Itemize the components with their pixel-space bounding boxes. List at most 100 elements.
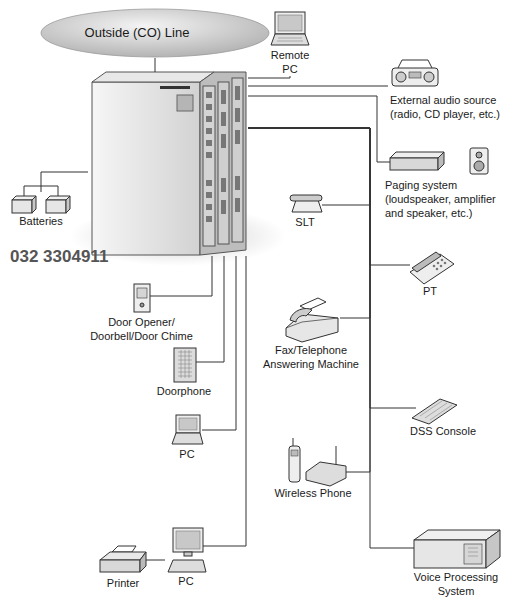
device-node: Wireless Phone — [272, 436, 354, 500]
voice-processing-icon — [414, 540, 486, 568]
battery-icon — [46, 200, 66, 213]
laptop-icon — [179, 418, 197, 430]
device-node: Batteries — [8, 192, 74, 228]
wireless-phone-icon — [306, 462, 346, 486]
cable-line — [207, 256, 246, 546]
node-label: PC — [165, 574, 207, 588]
phone-icon — [405, 252, 454, 284]
line-cloud: Outside (CO) Line — [40, 8, 270, 58]
fax-icon — [340, 318, 361, 319]
radio-icon — [392, 68, 438, 86]
paging-icon — [390, 152, 444, 158]
battery-icon — [32, 196, 36, 213]
phone-icon — [437, 262, 440, 265]
pbx-illustration — [218, 82, 229, 244]
node-label: Outside (CO) Line — [85, 26, 190, 40]
pbx-illustration — [235, 86, 240, 100]
phone-icon — [405, 265, 410, 266]
pbx-illustration — [177, 95, 193, 111]
voice-processing-icon — [464, 544, 482, 564]
doorphone-icon — [174, 348, 196, 382]
voice-processing-icon — [486, 530, 500, 568]
paging-icon — [474, 161, 484, 171]
radio-icon — [396, 72, 406, 82]
node-label: Printer — [98, 576, 148, 590]
node-label: Voice Processing System — [410, 570, 502, 598]
pbx-illustration — [221, 90, 226, 104]
pbx-illustration — [206, 104, 212, 110]
desktop-pc-icon — [176, 531, 200, 549]
pbx-illustration — [235, 198, 240, 212]
printer-icon — [100, 560, 140, 572]
pbx-illustration — [206, 180, 212, 186]
phone-icon — [290, 195, 322, 201]
pbx-illustration — [206, 216, 212, 222]
cable-line — [248, 128, 405, 265]
phone-icon — [433, 265, 436, 268]
pbx-illustration — [232, 78, 243, 242]
fax-icon — [290, 308, 312, 322]
node-label: Fax/Telephone Answering Machine — [261, 343, 361, 371]
doorphone-icon — [196, 362, 214, 363]
device-node: Door Opener/ Doorbell/Door Chime — [84, 281, 199, 343]
pbx-illustration — [221, 112, 226, 126]
paging-icon — [383, 148, 488, 174]
pbx-illustration — [206, 116, 212, 122]
printer-icon — [100, 546, 148, 572]
phone-number: 032 3304911 — [10, 247, 108, 267]
door-opener-icon — [140, 303, 144, 307]
device-node: Voice Processing System — [410, 528, 502, 598]
cable-line — [199, 256, 212, 296]
dss-console-icon — [420, 401, 452, 420]
pbx-illustration — [206, 86, 240, 222]
printer-icon — [146, 560, 148, 561]
node-label: PC — [170, 447, 204, 461]
cable-line — [41, 172, 88, 192]
laptop-icon — [172, 433, 203, 444]
pbx-illustration — [235, 176, 240, 190]
cable-line — [248, 96, 383, 162]
device-node: PT — [405, 250, 455, 298]
wireless-phone-icon — [289, 446, 300, 482]
device-node: PC — [165, 526, 207, 588]
node-label: SLT — [285, 215, 325, 229]
voice-processing-icon — [410, 530, 500, 568]
desktop-pc-icon — [173, 528, 203, 552]
cable-line — [248, 128, 408, 408]
cable-line — [214, 256, 224, 362]
battery-icon — [66, 196, 70, 213]
phone-icon — [436, 268, 439, 271]
device-node: PC — [170, 413, 204, 461]
node-label: External audio source (radio, CD player,… — [388, 93, 518, 121]
cable-line — [155, 58, 156, 72]
cable-line — [204, 256, 236, 430]
desktop-pc-icon — [203, 546, 207, 547]
device-node: Paging system (loudspeaker, amplifier an… — [383, 148, 511, 220]
laptop-icon — [202, 430, 204, 431]
desktop-pc-icon — [168, 528, 207, 572]
wireless-phone-icon — [293, 438, 294, 446]
wireless-phone-icon — [291, 450, 298, 456]
printer-icon — [100, 552, 146, 560]
device-node: SLT — [285, 193, 325, 229]
pbx-illustration — [92, 72, 246, 255]
desktop-pc-icon — [168, 560, 206, 572]
doorphone-icon — [178, 350, 192, 378]
dss-console-icon — [408, 408, 416, 409]
pbx-illustration — [206, 140, 212, 146]
phone-icon — [441, 259, 444, 262]
door-opener-icon — [134, 284, 199, 312]
phone-icon — [412, 252, 441, 272]
device-node: DSS Console — [408, 396, 478, 438]
node-label: Wireless Phone — [272, 486, 354, 500]
node-label: Door Opener/ Doorbell/Door Chime — [84, 315, 199, 343]
node-label: Batteries — [8, 214, 74, 228]
node-label: Doorphone — [154, 384, 214, 398]
cable-line — [248, 128, 370, 318]
pbx-illustration — [235, 108, 240, 122]
device-node: Fax/Telephone Answering Machine — [261, 295, 361, 371]
fax-icon — [286, 298, 361, 342]
